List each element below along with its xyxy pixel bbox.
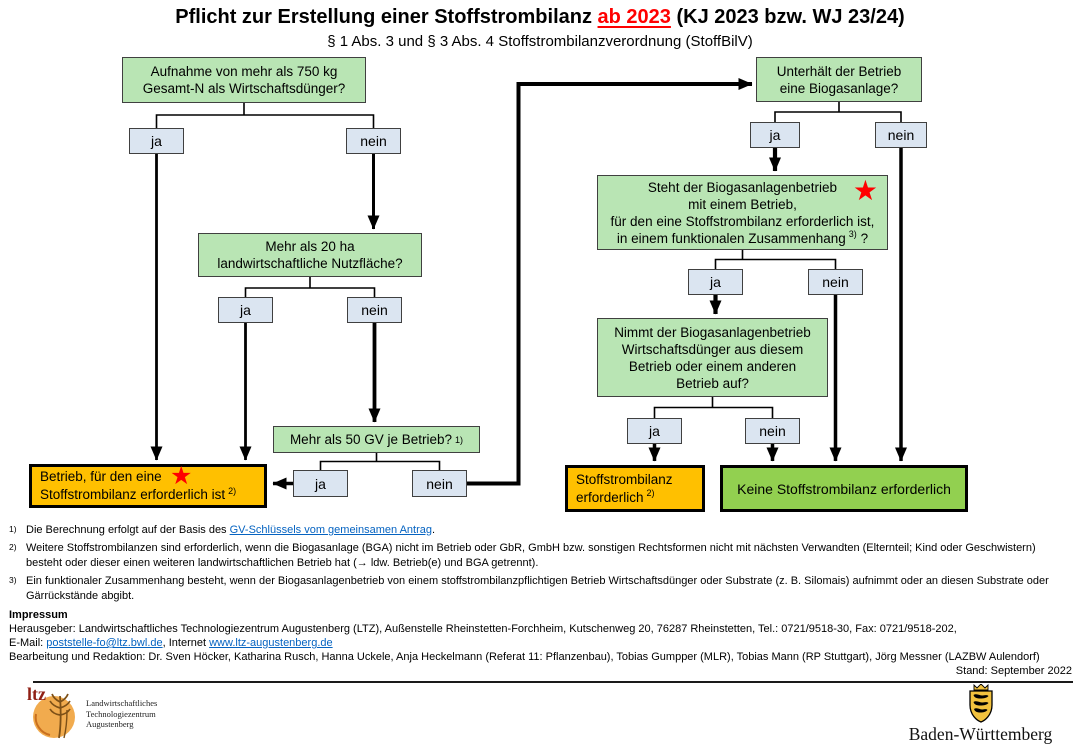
bw-coat-of-arms-icon xyxy=(968,684,993,723)
ja-label: ja xyxy=(315,475,326,492)
footnotes: 1)Die Berechnung erfolgt auf der Basis d… xyxy=(9,523,1072,607)
node-ja-aufnahme: ja xyxy=(129,128,184,154)
nein-label: nein xyxy=(361,302,388,318)
node-ja-nutzflaeche: ja xyxy=(218,297,273,323)
impressum-publisher: Herausgeber: Landwirtschaftliches Techno… xyxy=(9,623,957,635)
result-text: Betrieb, für den eine Stoffstrombilanz e… xyxy=(40,469,237,502)
ja-label: ja xyxy=(710,274,721,290)
node-nein-zusammenhang: nein xyxy=(808,269,863,295)
footnote-ref-2: 2) xyxy=(228,485,237,496)
node-ja-zusammenhang: ja xyxy=(688,269,743,295)
gv-schluessel-link[interactable]: GV-Schlüssels vom gemeinsamen Antrag xyxy=(229,524,432,536)
footnote-ref-2: 2) xyxy=(646,488,655,498)
footnote-ref-3: 3) xyxy=(848,229,857,239)
footnote-2: 2)Weitere Stoffstrombilanzen sind erford… xyxy=(9,542,1036,569)
title-highlight: ab 2023 xyxy=(597,6,671,28)
node-question-nutzflaeche-20ha: Mehr als 20 ha landwirtschaftliche Nutzf… xyxy=(198,233,422,277)
page-subtitle: § 1 Abs. 3 und § 3 Abs. 4 Stoffstrombila… xyxy=(327,33,753,50)
node-question-wirtschaftsduenger-aufnahme: Nimmt der Biogasanlagenbetrieb Wirtschaf… xyxy=(597,318,828,397)
node-text: Unterhält der Betrieb eine Biogasanlage? xyxy=(776,63,902,96)
footnote-1: 1)Die Berechnung erfolgt auf der Basis d… xyxy=(9,524,436,536)
node-nein-nutzflaeche: nein xyxy=(347,297,402,323)
email-link[interactable]: poststelle-fo@ltz.bwl.de xyxy=(46,637,163,649)
nein-label: nein xyxy=(887,127,915,143)
node-ja-wirtschaftsduenger: ja xyxy=(627,418,682,444)
node-ja-50gv: ja xyxy=(293,470,348,497)
title-suffix: (KJ 2023 bzw. WJ 23/24) xyxy=(670,6,905,28)
node-text: Nimmt der Biogasanlagenbetrieb Wirtschaf… xyxy=(614,324,811,391)
node-nein-biogasanlage: nein xyxy=(875,122,927,148)
nein-label: nein xyxy=(360,133,387,149)
ltz-abbr: ltz xyxy=(27,684,46,704)
node-nein-50gv: nein xyxy=(412,470,467,497)
result-text: Keine Stoffstrombilanz erforderlich xyxy=(737,480,951,497)
result-keine-stoffstrombilanz: Keine Stoffstrombilanz erforderlich xyxy=(720,465,968,512)
node-question-aufnahme-750kg: Aufnahme von mehr als 750 kg Gesamt-N al… xyxy=(122,57,366,103)
footnote-marker: 1) xyxy=(9,524,17,534)
node-text: Mehr als 20 ha landwirtschaftliche Nutzf… xyxy=(217,239,403,271)
footnote-marker: 2) xyxy=(9,542,17,552)
footer-divider xyxy=(33,681,1073,683)
node-nein-aufnahme: nein xyxy=(346,128,401,154)
node-question-funktionaler-zusammenhang: Steht der Biogasanlagenbetrieb mit einem… xyxy=(597,175,888,250)
impressum: Impressum Herausgeber: Landwirtschaftlic… xyxy=(9,608,1072,678)
result-betrieb-stoffstrombilanz-erforderlich: Betrieb, für den eine Stoffstrombilanz e… xyxy=(29,464,267,508)
footnote-marker: 3) xyxy=(9,575,17,585)
node-question-biogasanlage: Unterhält der Betrieb eine Biogasanlage? xyxy=(756,57,922,102)
page-title: Pflicht zur Erstellung einer Stoffstromb… xyxy=(0,6,1080,29)
footnote-3: 3)Ein funktionaler Zusammenhang besteht,… xyxy=(9,575,1049,602)
title-prefix: Pflicht zur Erstellung einer Stoffstromb… xyxy=(175,6,598,28)
node-text: Mehr als 50 GV je Betrieb? xyxy=(289,432,453,447)
node-nein-wirtschaftsduenger: nein xyxy=(745,418,800,444)
ltz-logo-graphic: ltz xyxy=(27,684,77,742)
ja-label: ja xyxy=(769,127,781,143)
ltz-logo: ltz Landwirtschaftliches Technologiezent… xyxy=(27,684,158,742)
impressum-heading: Impressum xyxy=(9,609,68,621)
node-text: Aufnahme von mehr als 750 kg Gesamt-N al… xyxy=(142,64,346,96)
stand-date: Stand: September 2022 xyxy=(955,665,1072,677)
nein-label: nein xyxy=(759,423,786,439)
impressum-contact: E-Mail: poststelle-fo@ltz.bwl.de, Intern… xyxy=(9,637,333,649)
ja-label: ja xyxy=(649,423,660,439)
wheat-icon xyxy=(33,693,75,739)
ltz-logo-text: Landwirtschaftliches Technologiezentrum … xyxy=(86,698,158,730)
node-question-50gv: Mehr als 50 GV je Betrieb?1) xyxy=(273,426,480,453)
connector-lines xyxy=(150,78,907,490)
node-text: Steht der Biogasanlagenbetrieb mit einem… xyxy=(610,179,875,246)
baden-wuerttemberg-logo: Baden-Württemberg xyxy=(893,684,1068,745)
ja-label: ja xyxy=(240,302,251,318)
website-link[interactable]: www.ltz-augustenberg.de xyxy=(209,637,333,649)
impressum-redaktion: Bearbeitung und Redaktion: Dr. Sven Höck… xyxy=(9,651,1040,663)
ja-label: ja xyxy=(151,133,162,149)
bw-logo-text: Baden-Württemberg xyxy=(908,724,1053,744)
nein-label: nein xyxy=(426,475,453,492)
node-ja-biogasanlage: ja xyxy=(750,122,800,148)
nein-label: nein xyxy=(822,274,849,290)
